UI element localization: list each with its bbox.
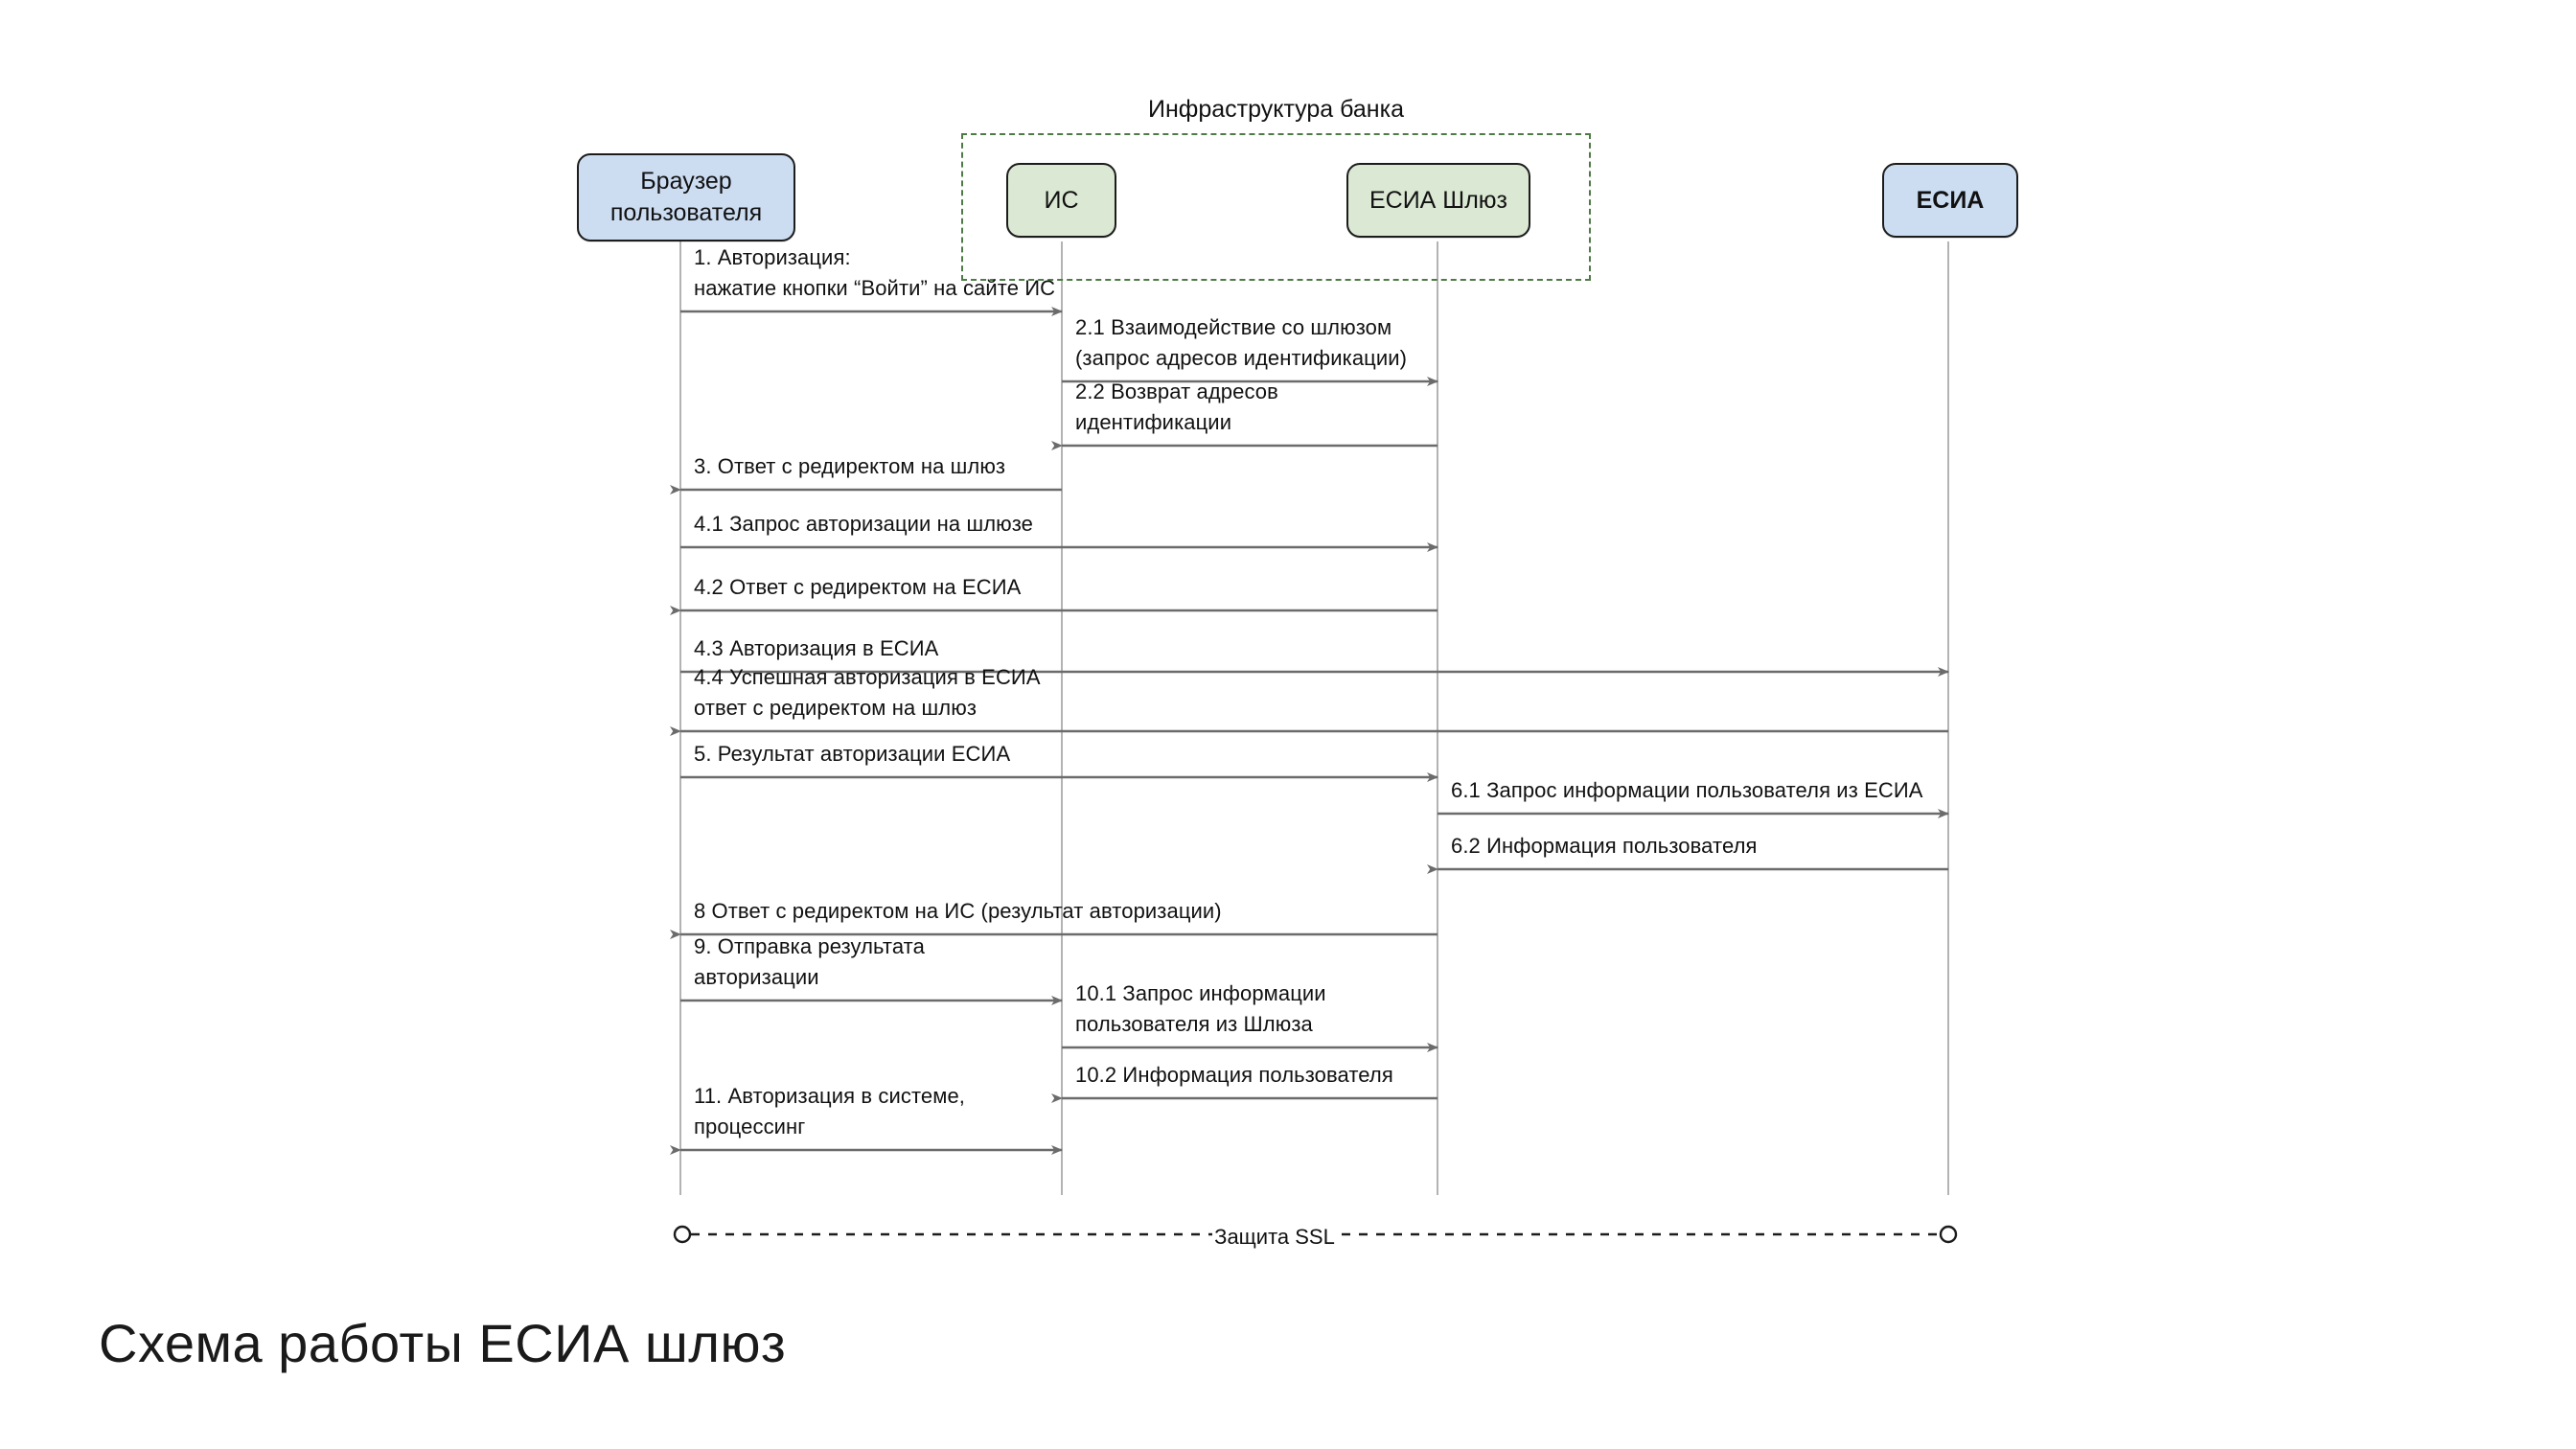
message-label-11: 11. Авторизация в системе, процессинг [694,1084,965,1138]
participant-box-is[interactable]: ИС [1006,163,1116,238]
ssl-endpoint-left-icon [673,1225,692,1244]
message-label-6.1: 6.1 Запрос информации пользователя из ЕС… [1451,778,1923,802]
message-label-10.1: 10.1 Запрос информации пользователя из Ш… [1075,981,1326,1036]
participant-box-esia[interactable]: ЕСИА [1882,163,2018,238]
participant-label-is: ИС [1044,186,1079,214]
message-label-4.4: 4.4 Успешная авторизация в ЕСИА ответ с … [694,665,1041,720]
participant-label-browser: Браузер пользователя [610,168,763,226]
participant-box-gateway[interactable]: ЕСИА Шлюз [1346,163,1530,238]
group-frame-bank-infrastructure [961,133,1591,281]
message-label-5: 5. Результат авторизации ЕСИА [694,742,1011,766]
message-label-10.2: 10.2 Информация пользователя [1075,1063,1393,1087]
message-label-1: 1. Авторизация: нажатие кнопки “Войти” н… [694,245,1056,300]
message-label-3: 3. Ответ с редиректом на шлюз [694,454,1006,478]
message-label-2.1: 2.1 Взаимодействие со шлюзом (запрос адр… [1075,315,1408,370]
ssl-endpoint-right-icon [1939,1225,1958,1244]
message-label-6.2: 6.2 Информация пользователя [1451,834,1758,858]
participant-label-gateway: ЕСИА Шлюз [1368,186,1508,214]
ssl-protection-line [673,1225,1958,1244]
page-title: Схема работы ЕСИА шлюз [99,1313,787,1373]
ssl-protection-label: Защита SSL [1214,1225,1335,1249]
participant-label-esia: ЕСИА [1916,186,1985,214]
lifelines-group [679,242,1949,1195]
message-label-8: 8 Ответ с редиректом на ИС (результат ав… [694,899,1222,923]
message-label-2.2: 2.2 Возврат адресов идентификации [1075,380,1278,434]
message-label-9: 9. Отправка результата авторизации [694,934,925,989]
message-label-4.2: 4.2 Ответ с редиректом на ЕСИА [694,575,1022,599]
participant-box-browser[interactable]: Браузер пользователя [577,153,795,242]
message-label-4.1: 4.1 Запрос авторизации на шлюзе [694,512,1034,536]
group-title-bank-infrastructure: Инфраструктура банка [1148,96,1404,123]
message-arrows-group [670,307,1949,1155]
message-label-4.3: 4.3 Авторизация в ЕСИА [694,636,939,660]
